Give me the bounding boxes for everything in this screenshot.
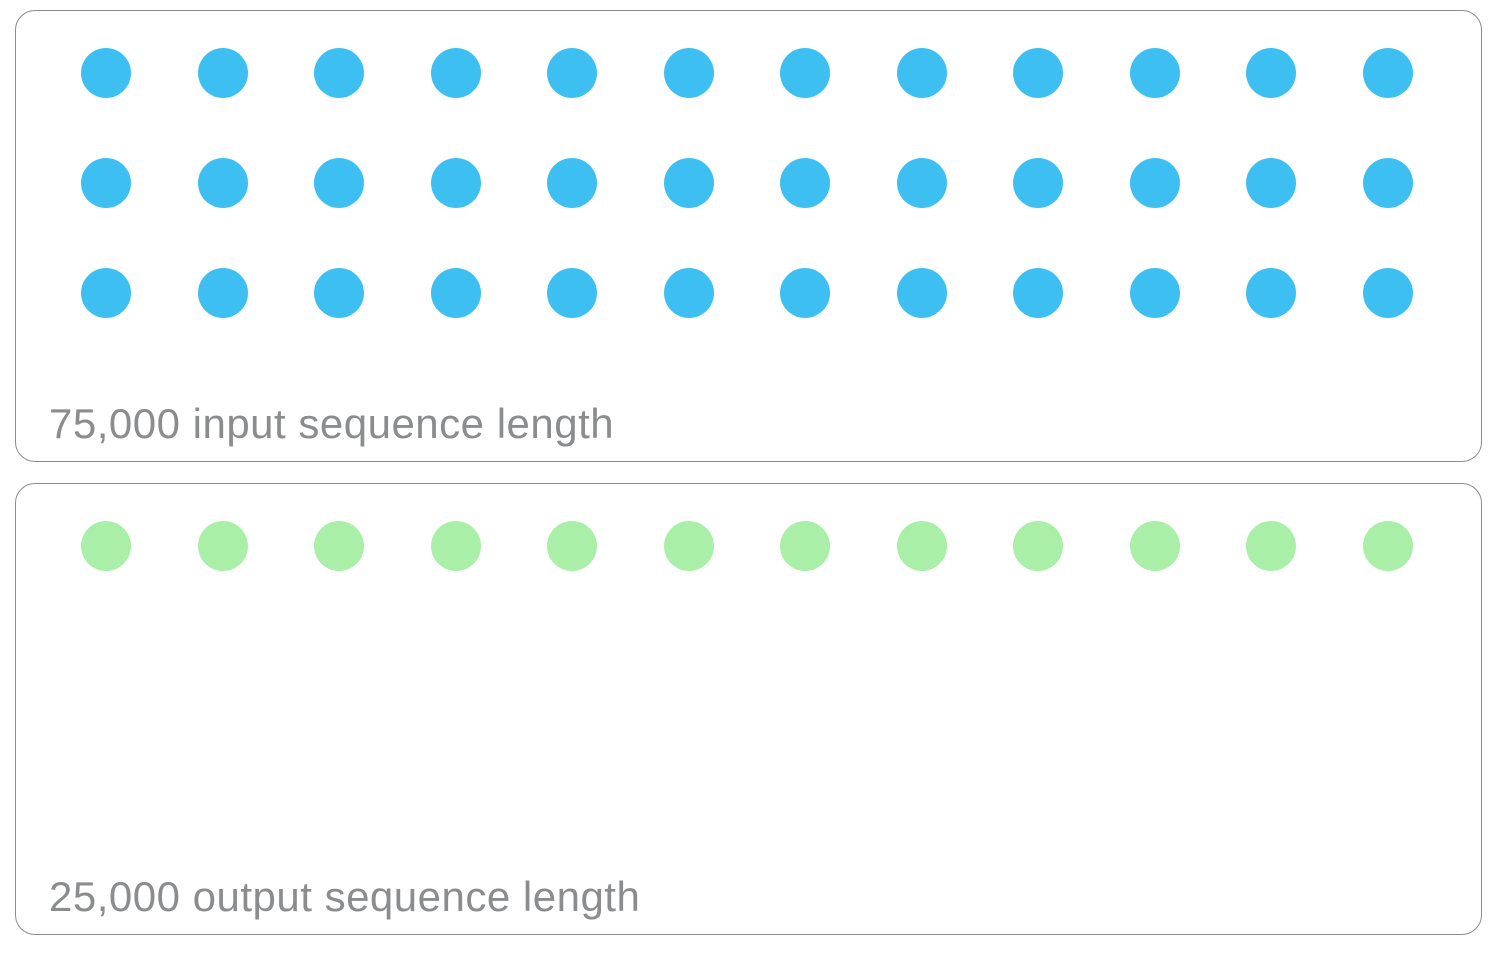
token-dot	[81, 48, 131, 98]
token-dot	[314, 158, 365, 208]
input-sequence-panel: 75,000 input sequence length	[15, 10, 1482, 462]
token-dot-row	[81, 48, 1413, 98]
token-dot	[780, 158, 831, 208]
token-dot	[663, 48, 714, 98]
token-dot	[896, 48, 947, 98]
token-dot	[197, 268, 248, 318]
token-dot-row	[81, 268, 1413, 318]
token-dot	[1129, 268, 1180, 318]
token-dot	[1246, 158, 1297, 208]
token-dot	[81, 158, 131, 208]
input-sequence-label: 75,000 input sequence length	[49, 400, 615, 447]
token-dot	[896, 521, 947, 571]
token-dot	[1129, 158, 1180, 208]
token-dot	[197, 48, 248, 98]
token-dot	[81, 268, 131, 318]
token-dot-row	[81, 521, 1413, 571]
token-dot	[780, 48, 831, 98]
token-dot	[1246, 48, 1297, 98]
token-dot	[663, 521, 714, 571]
token-dot	[1129, 48, 1180, 98]
token-dot	[663, 268, 714, 318]
token-dot	[1362, 158, 1413, 208]
token-dot	[1246, 521, 1297, 571]
token-dot	[314, 48, 365, 98]
output-sequence-panel: 25,000 output sequence length	[15, 483, 1482, 935]
token-dot	[430, 158, 481, 208]
input-token-dots-grid	[16, 11, 1481, 318]
token-dot	[197, 158, 248, 208]
token-dot	[1362, 521, 1413, 571]
token-dot	[896, 158, 947, 208]
token-dot	[314, 521, 365, 571]
token-dot	[1129, 521, 1180, 571]
token-dot	[430, 48, 481, 98]
token-dot	[1246, 268, 1297, 318]
token-dot	[547, 268, 598, 318]
token-dot	[1013, 48, 1064, 98]
token-dot	[780, 521, 831, 571]
token-dot	[430, 268, 481, 318]
token-dot	[547, 521, 598, 571]
token-dot	[663, 158, 714, 208]
token-dot	[1013, 521, 1064, 571]
token-dot	[1362, 48, 1413, 98]
token-dot	[1013, 158, 1064, 208]
token-dot	[430, 521, 481, 571]
token-dot	[1013, 268, 1064, 318]
token-dot	[896, 268, 947, 318]
token-dot	[780, 268, 831, 318]
token-dot-row	[81, 158, 1413, 208]
output-token-dots-grid	[16, 484, 1481, 571]
token-dot	[314, 268, 365, 318]
token-dot	[547, 48, 598, 98]
token-dot	[81, 521, 131, 571]
token-dot	[1362, 268, 1413, 318]
output-sequence-label: 25,000 output sequence length	[49, 873, 641, 920]
token-dot	[197, 521, 248, 571]
token-dot	[547, 158, 598, 208]
